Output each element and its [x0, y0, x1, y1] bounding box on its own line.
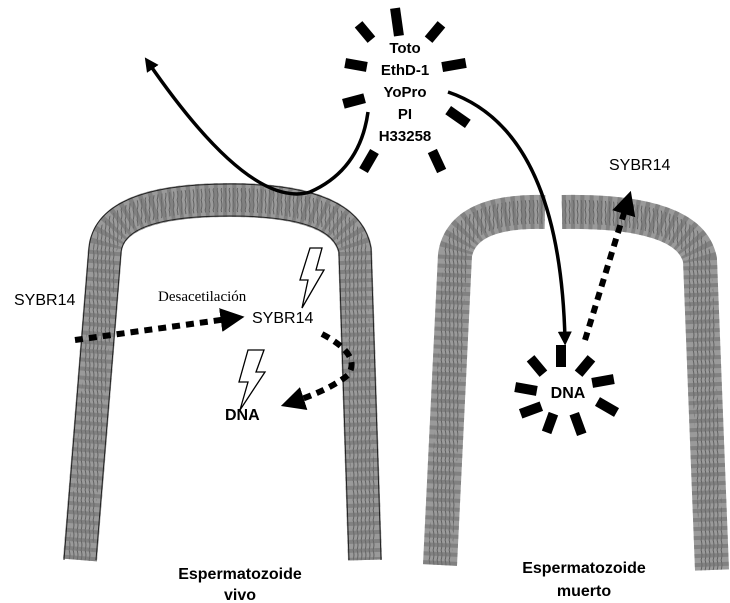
lightning-icon — [239, 350, 265, 410]
dna-dead-label: DNA — [551, 385, 586, 402]
dye-list: Toto EthD-1 YoPro PI H33258 — [379, 40, 432, 145]
lightning-icon — [300, 248, 324, 308]
dead-sperm-subtitle: muerto — [557, 583, 611, 600]
live-sperm-membrane — [64, 184, 381, 560]
dna-live-label: DNA — [225, 407, 260, 424]
dye-label: YoPro — [383, 84, 426, 101]
excluded-dye-arrow — [148, 62, 368, 194]
sybr-exit-label: SYBR14 — [609, 157, 670, 174]
dye-label: H33258 — [379, 128, 432, 145]
sybr-left-label: SYBR14 — [14, 292, 75, 309]
dye-label: EthD-1 — [381, 62, 429, 79]
dead-sperm-title: Espermatozoide — [522, 560, 646, 577]
live-sperm-title: Espermatozoide — [178, 566, 302, 583]
dye-label: Toto — [389, 40, 420, 57]
deacetylation-label: Desacetilación — [158, 289, 247, 305]
live-sperm-subtitle: vivo — [224, 587, 256, 603]
dye-label: PI — [398, 106, 412, 123]
sybr-inside-label: SYBR14 — [252, 310, 313, 327]
